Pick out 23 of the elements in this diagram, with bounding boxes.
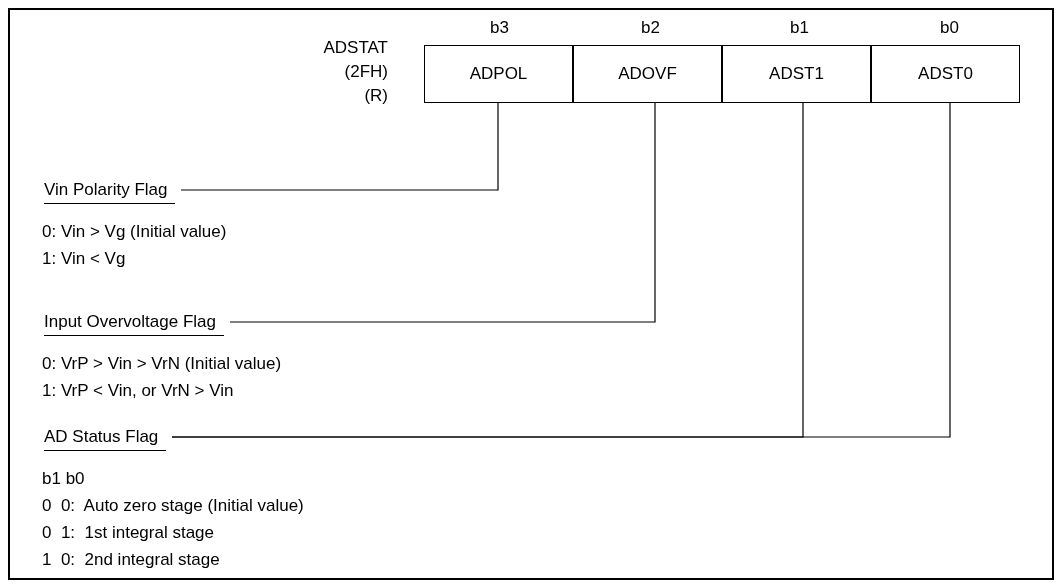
flag-description: 0 1: 1st integral stage	[42, 523, 214, 543]
flag-description: 1 0: 2nd integral stage	[42, 550, 220, 570]
flag-name: Vin Polarity Flag	[44, 180, 176, 204]
flag-name: AD Status Flag	[44, 427, 167, 451]
leader-line	[180, 102, 499, 191]
register-bit-cell: ADPOL	[424, 45, 573, 103]
register-bit-cell: ADST1	[722, 45, 871, 103]
flag-description: 0 0: Auto zero stage (Initial value)	[42, 496, 304, 516]
flag-description: 1: Vin < Vg	[42, 249, 126, 269]
flag-description: 0: Vin > Vg (Initial value)	[42, 222, 227, 242]
flag-description: 0: VrP > Vin > VrN (Initial value)	[42, 354, 282, 374]
leader-line	[171, 102, 951, 438]
bit-number: b2	[641, 18, 660, 38]
bit-number: b0	[940, 18, 959, 38]
register-name: ADSTAT (2FH) (R)	[322, 37, 388, 107]
bit-number: b1	[790, 18, 809, 38]
bit-number: b3	[490, 18, 509, 38]
flag-name: Input Overvoltage Flag	[44, 312, 224, 336]
leader-line	[229, 102, 656, 323]
register-bit-cell: ADST0	[871, 45, 1020, 103]
flag-description: b1 b0	[42, 469, 85, 489]
flag-description: 1: VrP < Vin, or VrN > Vin	[42, 381, 234, 401]
register-bit-cell: ADOVF	[573, 45, 722, 103]
